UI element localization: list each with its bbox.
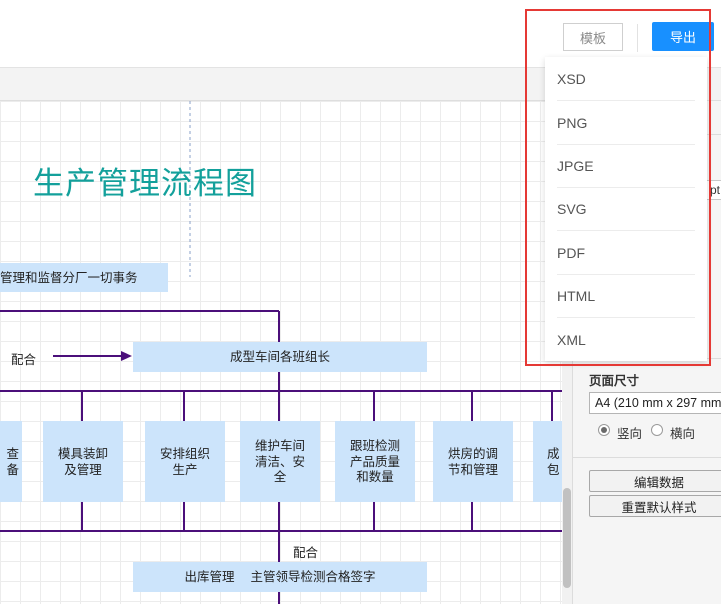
menu-divider [557, 317, 695, 318]
export-button[interactable]: 导出 [652, 22, 714, 51]
toolbar-divider [637, 24, 638, 52]
node-task-2[interactable]: 模具装卸 及管理 [43, 421, 123, 502]
export-dropdown-menu: XSD PNG JPGE SVG PDF HTML XML [545, 57, 707, 361]
node-task-6[interactable]: 烘房的调 节和管理 [433, 421, 513, 502]
reset-style-button[interactable]: 重置默认样式 [589, 495, 721, 517]
edit-data-button[interactable]: 编辑数据 [589, 470, 721, 492]
menu-divider [557, 274, 695, 275]
export-option-xsd[interactable]: XSD [557, 70, 586, 87]
menu-divider [557, 187, 695, 188]
node-team-leaders[interactable]: 成型车间各班组长 [133, 342, 427, 372]
menu-divider [557, 144, 695, 145]
page-size-select[interactable]: A4 (210 mm x 297 mm) [589, 392, 721, 414]
connector-layer [0, 101, 562, 604]
node-task-7[interactable]: 成 包 [533, 421, 562, 502]
panel-divider [572, 457, 721, 458]
node-task-4[interactable]: 维护车间 清洁、安 全 [240, 421, 320, 502]
arrow-head [121, 351, 132, 361]
export-option-png[interactable]: PNG [557, 114, 588, 131]
export-option-jpge[interactable]: JPGE [557, 157, 594, 174]
node-supervise[interactable]: 管理和监督分厂一切事务 [0, 263, 168, 292]
menu-divider [557, 230, 695, 231]
export-option-svg[interactable]: SVG [557, 200, 587, 217]
node-task-1[interactable]: 查 备 [0, 421, 22, 502]
node-task-3[interactable]: 安排组织 生产 [145, 421, 225, 502]
flowchart-title[interactable]: 生产管理流程图 [33, 166, 257, 202]
landscape-label[interactable]: 横向 [670, 426, 696, 441]
node-task-5[interactable]: 跟班检测 产品质量 和数量 [335, 421, 415, 502]
label-coordinate-2: 配合 [293, 545, 319, 560]
export-option-xml[interactable]: XML [557, 331, 586, 348]
export-option-html[interactable]: HTML [557, 287, 596, 304]
export-option-pdf[interactable]: PDF [557, 244, 585, 261]
template-button[interactable]: 模板 [563, 23, 623, 51]
landscape-radio[interactable] [651, 424, 663, 436]
scrollbar-thumb[interactable] [563, 488, 571, 588]
label-coordinate-1: 配合 [11, 352, 37, 367]
page-size-heading: 页面尺寸 [589, 373, 640, 388]
menu-divider [557, 100, 695, 101]
portrait-radio[interactable] [598, 424, 610, 436]
node-outbound[interactable]: 出库管理 主管领导检测合格签字 [133, 562, 427, 592]
portrait-label[interactable]: 竖向 [617, 426, 643, 441]
